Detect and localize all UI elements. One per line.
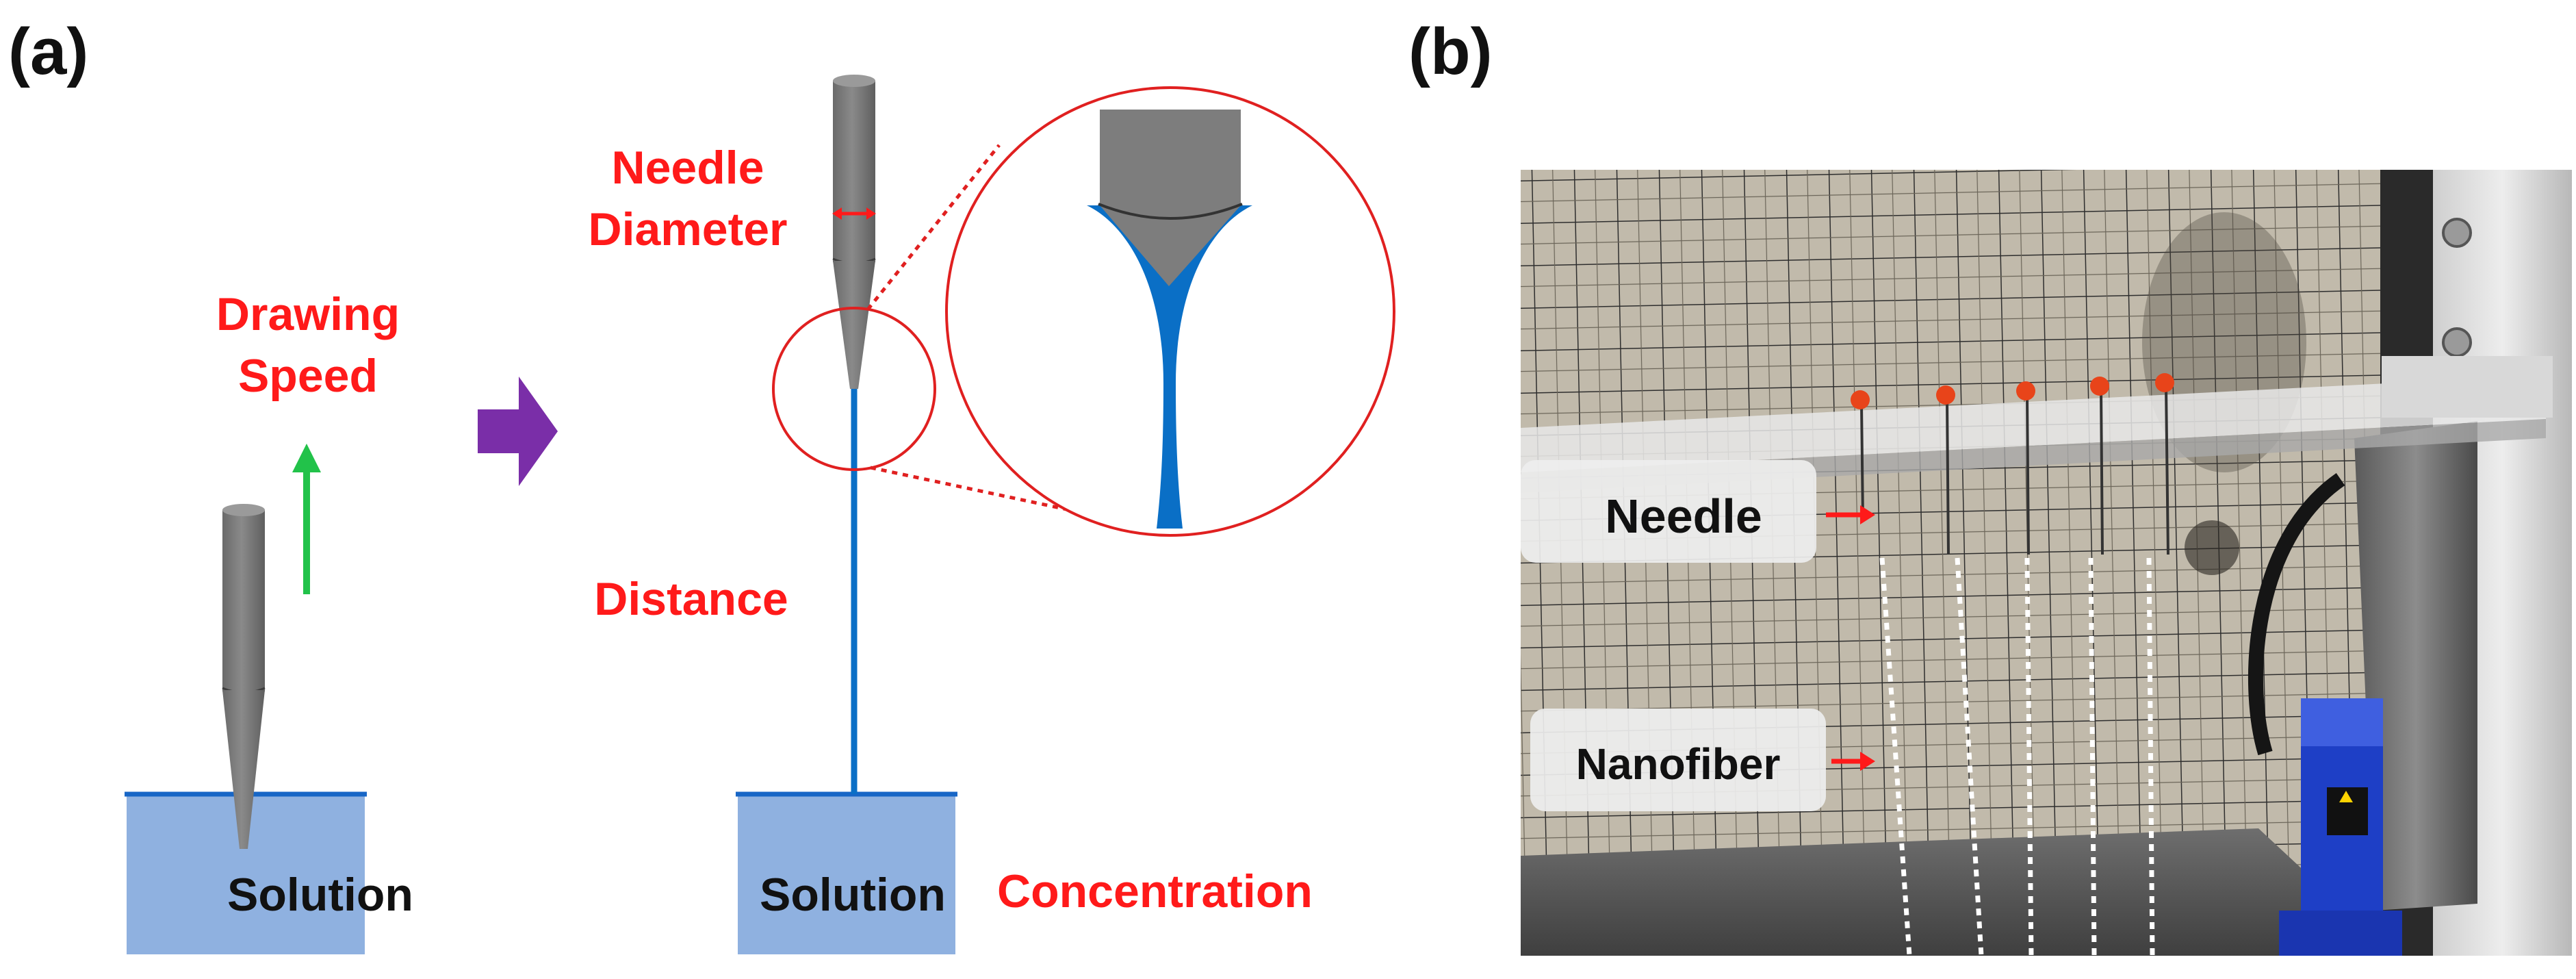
nanofiber-indicators <box>1879 557 2155 956</box>
double-arrow-icon <box>832 207 876 220</box>
panel-b-label: (b) <box>1408 15 1493 88</box>
distance-label: Distance <box>594 573 788 625</box>
magnified-view <box>945 86 1395 537</box>
smudge-spot <box>2185 520 2239 575</box>
drawing-speed-label-line2: Speed <box>238 350 378 402</box>
panel-a-label: (a) <box>8 15 88 88</box>
zoom-source-circle <box>772 307 936 471</box>
nanofiber-callout-text: Nanofiber <box>1576 739 1781 789</box>
screw-icon <box>2442 327 2472 357</box>
bar-clamp <box>2382 356 2553 418</box>
needle-icon <box>832 75 876 389</box>
setup-photo: Needle Nanofiber <box>1521 170 2572 956</box>
arrow-right-icon <box>1826 505 1875 524</box>
nanofiber-callout: Nanofiber <box>1530 709 1875 811</box>
base-floor <box>1521 828 2395 956</box>
needle-array <box>1851 373 2174 555</box>
solution-container-right <box>738 794 955 954</box>
concentration-label: Concentration <box>997 865 1313 917</box>
solution-label-right: Solution <box>760 869 946 921</box>
arrow-up-icon <box>292 444 321 594</box>
screw-icon <box>2442 218 2472 248</box>
needle-diameter-label-line1: Needle <box>612 142 764 194</box>
drawing-speed-label-line1: Drawing <box>216 288 400 340</box>
right-setup: Solution Needle Diameter Distance Concen… <box>588 75 1395 954</box>
left-setup: Solution Drawing Speed <box>125 288 413 954</box>
stage-block <box>2354 421 2477 911</box>
solution-label-left: Solution <box>227 869 413 921</box>
arrow-right-icon <box>478 377 558 486</box>
warning-icon <box>2339 791 2353 802</box>
needle-callout-text: Needle <box>1605 490 1762 543</box>
arrow-right-icon <box>1831 752 1875 771</box>
acrylic-bar <box>1521 375 2546 472</box>
motor <box>2279 698 2402 956</box>
needle-diameter-label-line2: Diameter <box>588 203 787 255</box>
needle-icon <box>222 504 266 849</box>
cable <box>2248 472 2345 756</box>
needle-callout: Needle <box>1521 460 1875 563</box>
zoom-connector-top <box>866 144 1001 311</box>
